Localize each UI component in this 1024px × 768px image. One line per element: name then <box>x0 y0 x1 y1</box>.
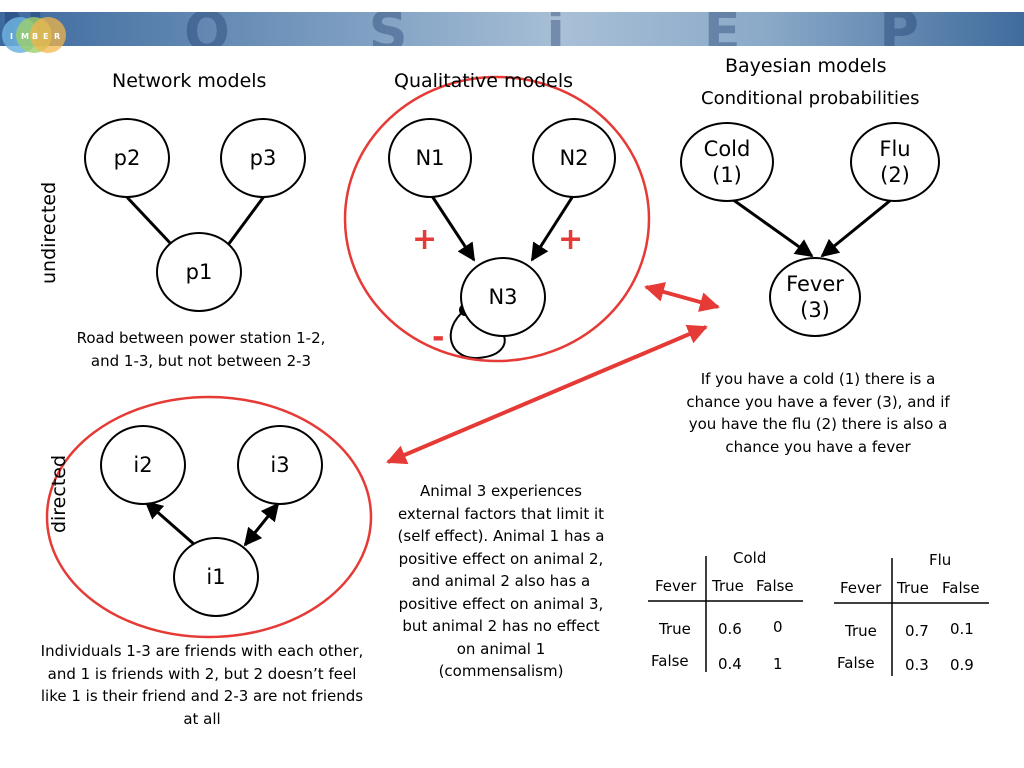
node-flu-name: Flu <box>879 136 911 161</box>
table-cold-cell: 0 <box>773 618 783 636</box>
table-cold-row-false-label: False <box>651 652 689 670</box>
node-flu: Flu (2) <box>850 122 940 202</box>
table-flu-cell: 0.3 <box>905 656 929 674</box>
red-arrow-qualitative-bayesian <box>644 282 720 312</box>
edge-n1-n3 <box>430 195 476 262</box>
banner-watermark: N O S i E P c c <box>0 12 1024 46</box>
table-cold-row-header: Fever <box>655 577 697 595</box>
logo-letter: E <box>43 32 48 41</box>
side-label-directed: directed <box>48 454 70 534</box>
heading-bayesian-models: Bayesian models <box>725 55 887 77</box>
node-cold: Cold (1) <box>680 122 774 202</box>
heading-network-models: Network models <box>112 70 267 92</box>
table-cold-title: Cold <box>733 549 767 567</box>
table-cold-cell: 0.4 <box>718 655 742 673</box>
table-flu-row-false-label: False <box>837 654 875 672</box>
node-p1: p1 <box>156 232 242 312</box>
node-p2: p2 <box>84 118 170 198</box>
table-flu-col-true: True <box>897 579 929 597</box>
edge-p3-p1 <box>226 194 267 246</box>
edge-p2-p1 <box>123 193 174 247</box>
sign-plus-right: + <box>558 222 584 257</box>
logo-letter: M <box>21 32 29 41</box>
table-flu-row-header: Fever <box>840 579 882 597</box>
sign-plus-left: + <box>412 222 438 257</box>
table-cold-cell: 0.6 <box>718 620 742 638</box>
table-flu-title: Flu <box>929 551 952 569</box>
caption-directed: Individuals 1-3 are friends with each ot… <box>40 642 364 728</box>
caption-qualitative: Animal 3 experiences external factors th… <box>397 482 605 680</box>
table-cold-col-true: True <box>712 577 744 595</box>
table-flu-cell: 0.9 <box>950 656 974 674</box>
node-fever: Fever (3) <box>769 257 861 337</box>
node-fever-name: Fever <box>786 271 844 296</box>
edge-n2-n3 <box>530 195 575 262</box>
edge-i1-i2 <box>144 500 196 547</box>
node-cold-number: (1) <box>712 163 742 187</box>
heading-qualitative-models: Qualitative models <box>394 70 574 92</box>
node-n2: N2 <box>532 118 616 198</box>
table-cold-col-false: False <box>756 577 794 595</box>
header-banner: N O S i E P c c <box>0 12 1024 46</box>
node-flu-number: (2) <box>880 163 910 187</box>
caption-bayesian: If you have a cold (1) there is a chance… <box>686 370 950 456</box>
sign-minus: - <box>432 320 445 355</box>
node-p3: p3 <box>220 118 306 198</box>
node-n1: N1 <box>388 118 472 198</box>
node-fever-number: (3) <box>800 298 830 322</box>
table-flu-cell: 0.7 <box>905 622 929 640</box>
node-i2: i2 <box>100 425 186 505</box>
edge-flu-fever <box>820 197 893 258</box>
side-label-undirected: undirected <box>38 181 60 284</box>
table-cold-cell: 1 <box>773 655 783 673</box>
node-i1: i1 <box>173 537 259 617</box>
edge-i1-i3 <box>243 502 280 547</box>
node-cold-name: Cold <box>703 136 751 161</box>
red-arrow-directed-bayesian <box>386 324 708 465</box>
caption-network: Road between power station 1-2, and 1-3,… <box>76 329 326 370</box>
edge-cold-fever <box>731 197 814 258</box>
node-n3: N3 <box>460 257 546 337</box>
table-flu-row-true-label: True <box>845 622 877 640</box>
imber-logo: I M B E R <box>2 17 66 53</box>
node-i3: i3 <box>237 425 323 505</box>
directed-highlight-circle <box>45 395 373 639</box>
logo-letter: I <box>10 32 13 41</box>
table-flu-cell: 0.1 <box>950 620 974 638</box>
logo-letter: B <box>32 32 38 41</box>
table-flu-col-false: False <box>942 579 980 597</box>
logo-letter: R <box>54 32 60 41</box>
table-cold-row-true-label: True <box>659 620 691 638</box>
heading-conditional-probabilities: Conditional probabilities <box>701 88 920 109</box>
